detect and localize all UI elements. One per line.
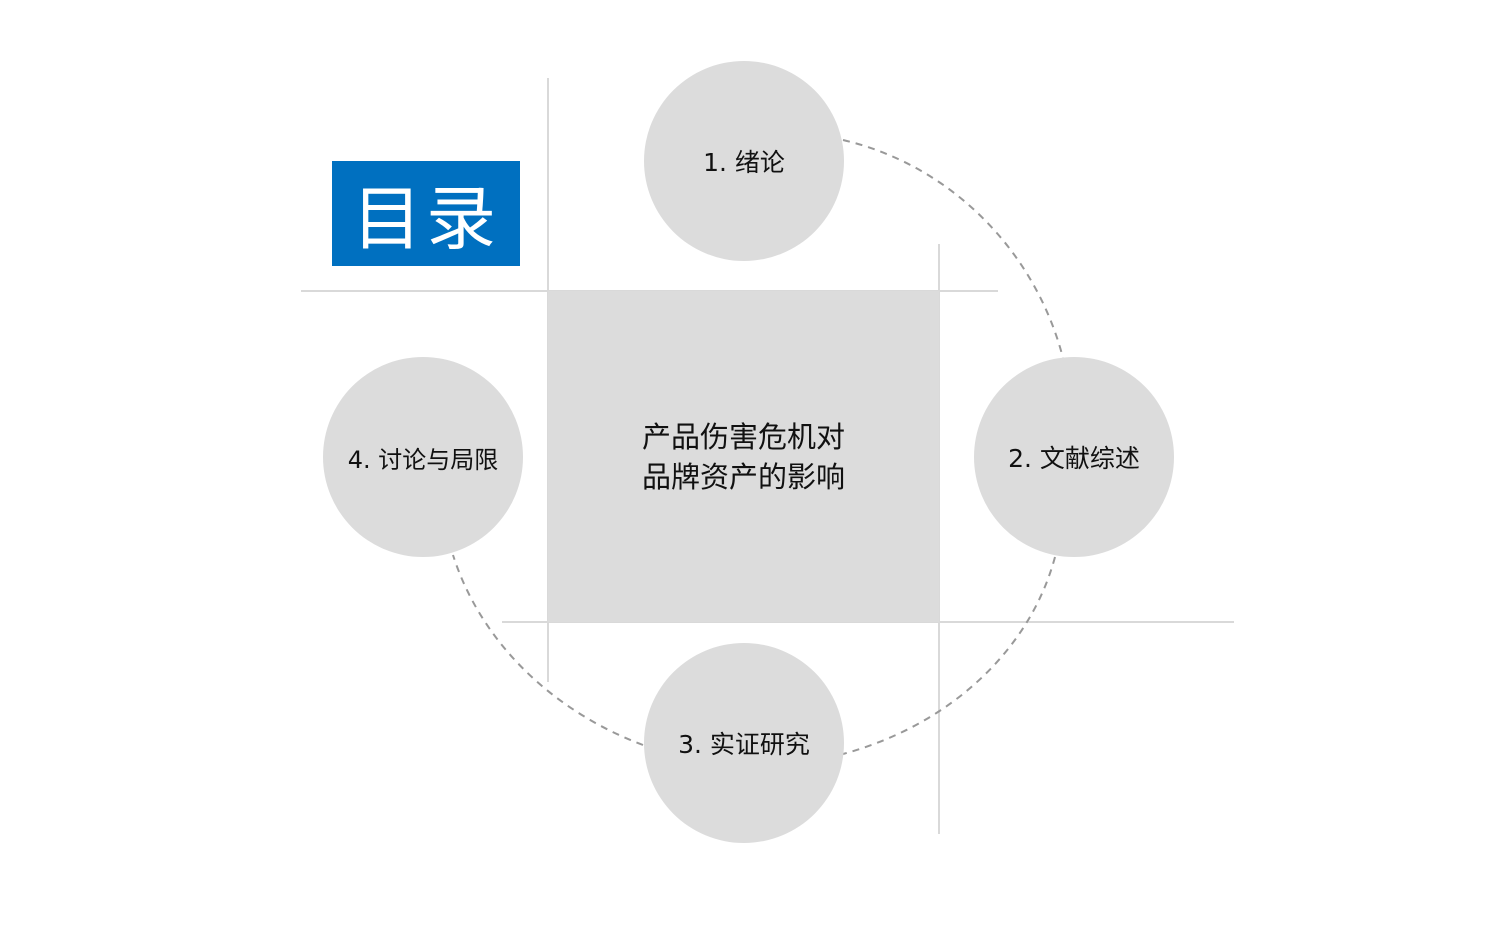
- section-label: 4. 讨论与局限: [347, 445, 499, 474]
- section-node-empirical-study[interactable]: 3. 实证研究: [644, 643, 844, 843]
- section-node-introduction[interactable]: 1. 绪论: [644, 61, 844, 261]
- central-topic-line-1: 产品伤害危机对: [641, 419, 845, 454]
- central-topic-line-2: 品牌资产的影响: [641, 459, 845, 494]
- section-node-discussion-limitations[interactable]: 4. 讨论与局限: [323, 357, 523, 557]
- section-label: 1. 绪论: [703, 148, 785, 177]
- toc-title-text: 目录: [352, 178, 500, 260]
- grid-line-right-vertical: [938, 244, 940, 834]
- section-label: 3. 实证研究: [678, 730, 810, 759]
- section-node-literature-review[interactable]: 2. 文献综述: [974, 357, 1174, 557]
- section-label: 2. 文献综述: [1008, 444, 1140, 473]
- grid-line-bottom-horizontal: [502, 621, 1234, 623]
- toc-title-badge: 目录: [332, 161, 520, 266]
- central-topic-box: 产品伤害危机对 品牌资产的影响: [548, 291, 939, 622]
